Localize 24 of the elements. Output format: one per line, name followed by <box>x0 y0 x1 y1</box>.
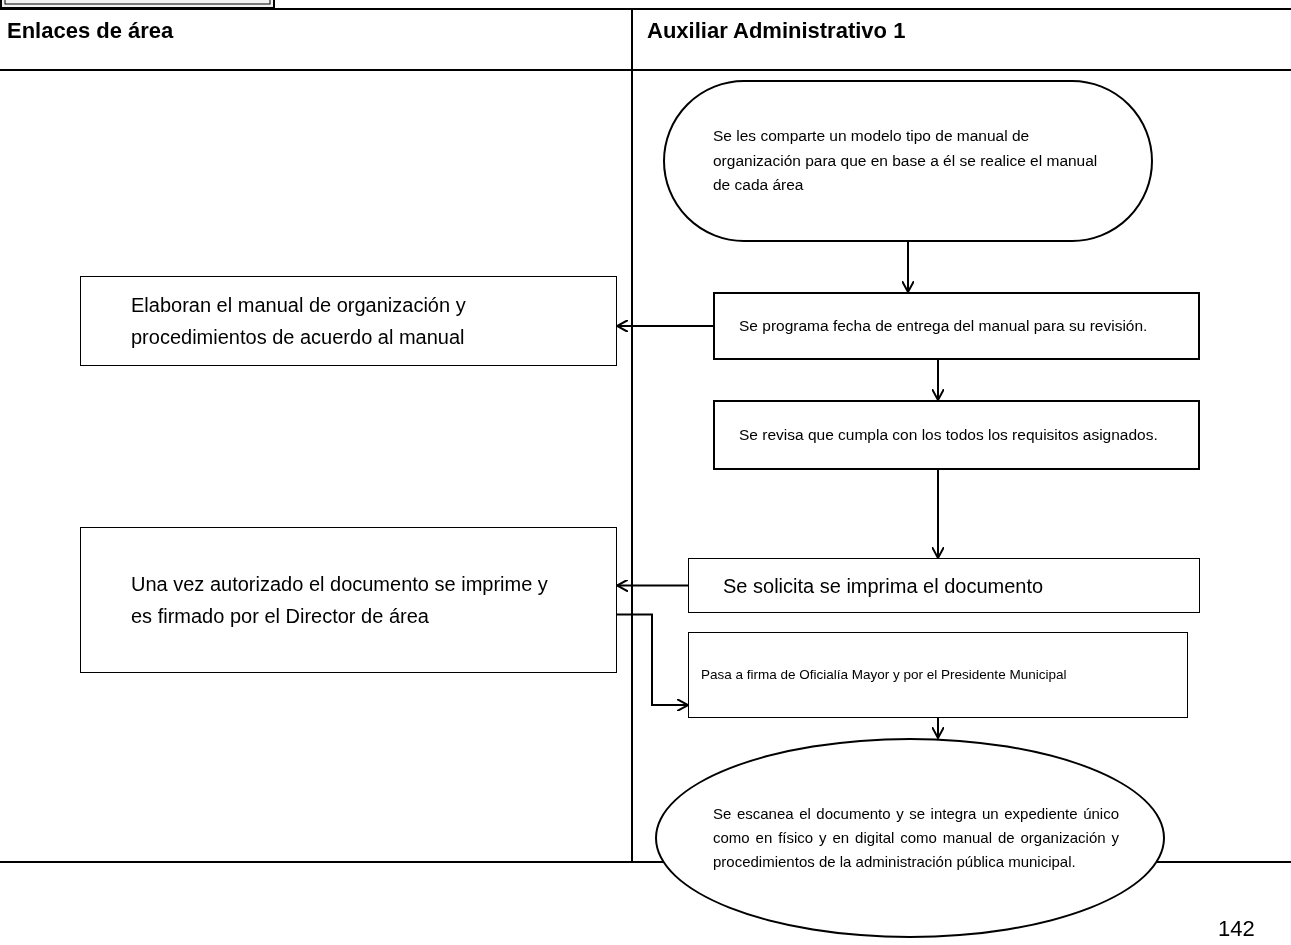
page-number: 142 <box>1218 916 1255 942</box>
arrow <box>931 469 945 559</box>
arrow <box>931 717 945 739</box>
arrow <box>616 613 689 713</box>
process-box <box>713 400 1200 470</box>
process-box <box>80 527 617 673</box>
column-header: Auxiliar Administrativo 1 <box>647 18 906 44</box>
step-text: Elaboran el manual de organización y procedimientos de acuerdo al manual <box>131 293 467 350</box>
arrow <box>931 359 945 401</box>
step-text: Se revisa que cumpla con los todos los requisitos asignados. <box>739 424 1159 445</box>
step-text: Se programa fecha de entrega del manual para su revisión. <box>739 315 1149 336</box>
step-text: Se solicita se imprima el documento <box>723 573 1045 599</box>
arrow <box>616 319 714 333</box>
step-text: Se escanea el documento y se integra un expediente único como en físico y en digital como manual de organización y procedimientos de la administración pública municipal. <box>713 804 1119 872</box>
step-text: Se les comparte un modelo tipo de manual de organización para que en base a él se realice el manual de cada área <box>713 125 1099 196</box>
step-text: Una vez autorizado el documento se imprime y es firmado por el Director de área <box>131 572 549 629</box>
process-box <box>80 276 617 366</box>
column-header: Enlaces de área <box>7 18 174 44</box>
step-text: Pasa a firma de Oficialía Mayor y por el Presidente Municipal <box>701 666 1068 685</box>
arrow <box>901 241 915 293</box>
arrow <box>616 578 689 593</box>
process-box <box>713 292 1200 360</box>
process-box <box>688 558 1200 613</box>
process-box <box>688 632 1188 718</box>
